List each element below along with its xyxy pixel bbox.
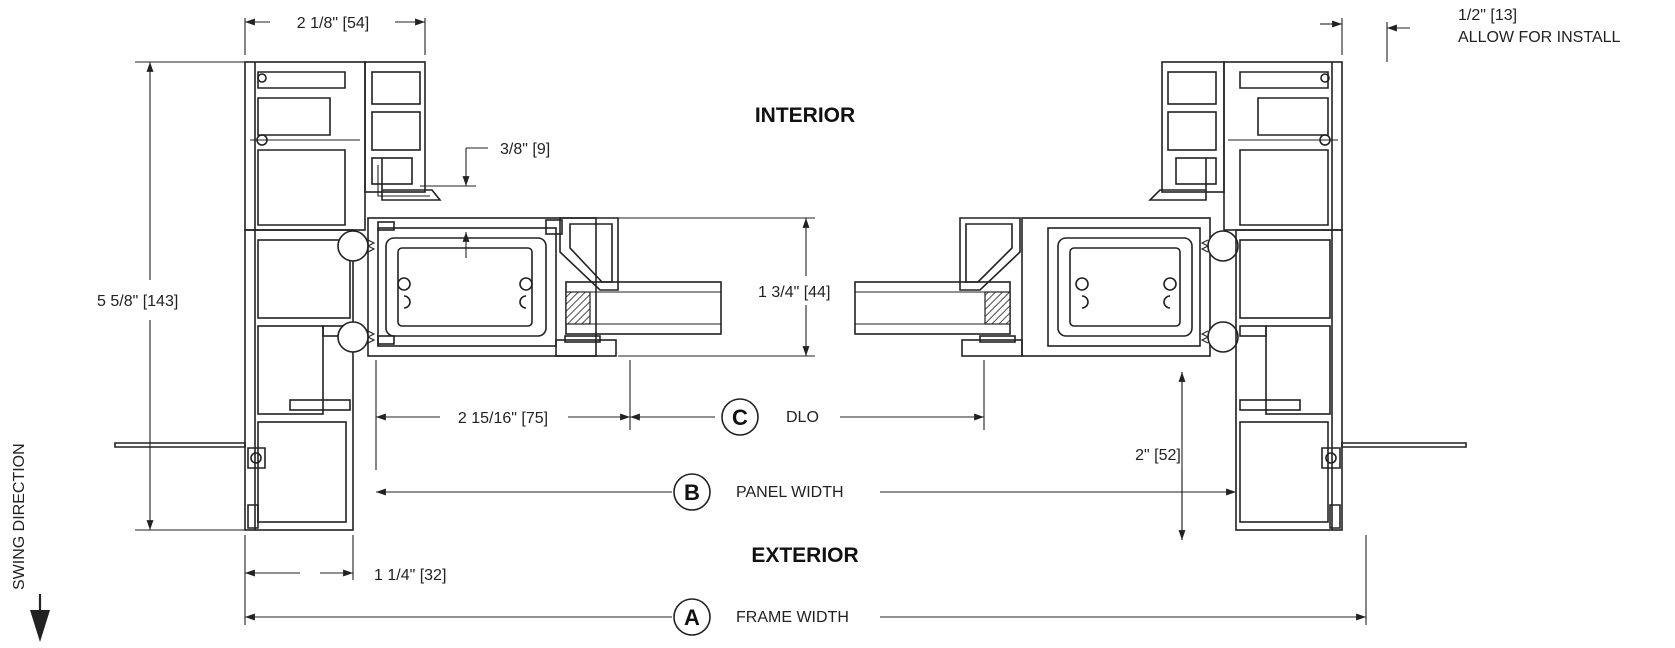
right-glass-unit [854,281,1011,335]
stop-offset-dimension: 3/8" [9] [500,141,550,158]
left-seal-bulbs [337,230,376,353]
right-frame-profile [1148,61,1467,531]
callout-b: B PANEL WIDTH [673,473,844,511]
callout-c-letter: C [732,405,748,430]
exterior-label: EXTERIOR [751,544,858,567]
callout-a-text: FRAME WIDTH [736,609,849,626]
top-width-dimension: 2 1/8" [54] [297,15,369,32]
left-door-stile [367,217,619,357]
right-offset-dimension: 2" [52] [1135,447,1181,464]
top-right-clearance-dimension: 1/2" [13] [1458,7,1517,24]
left-glass-unit [565,281,722,335]
interior-label: INTERIOR [755,104,855,127]
panel-thickness-dimension: 1 3/4" [44] [758,284,830,301]
callout-b-text: PANEL WIDTH [736,484,844,501]
callout-c-text: DLO [786,409,819,426]
callout-b-letter: B [684,480,700,505]
right-door-stile [959,217,1211,357]
bottom-left-dimension: 1 1/4" [32] [374,567,446,584]
callout-a-letter: A [684,605,700,630]
dimension-lines [30,18,1410,642]
callout-a: A FRAME WIDTH [673,598,849,636]
callout-c: C DLO [721,398,819,436]
frame-depth-dimension: 5 5/8" [143] [97,293,178,310]
stile-width-dimension: 2 15/16" [75] [458,410,548,427]
swing-direction-label: SWING DIRECTION [11,443,28,590]
top-right-install-note: ALLOW FOR INSTALL [1458,29,1621,46]
left-frame-profile [114,61,442,531]
right-seal-bulbs [1200,230,1239,353]
